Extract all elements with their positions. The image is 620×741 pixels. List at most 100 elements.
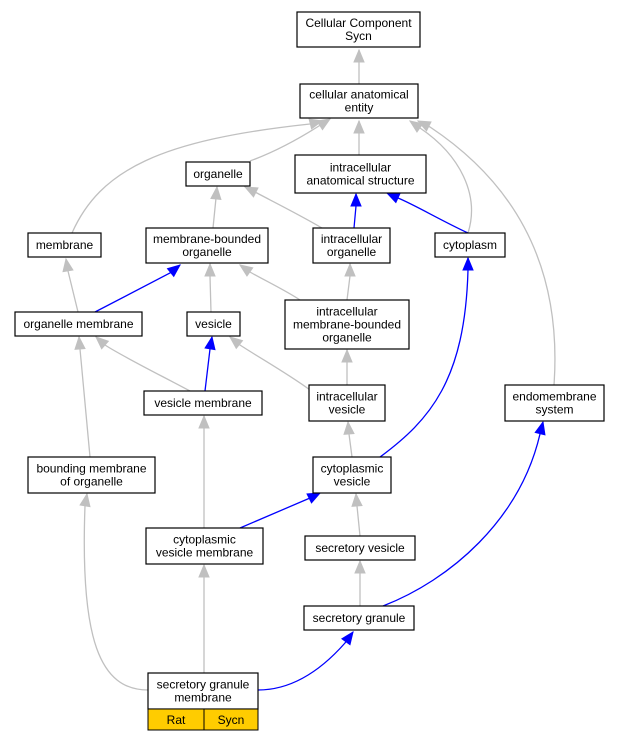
node-membrane[interactable]: membrane <box>27 232 102 258</box>
node-label: Sycn <box>345 29 372 43</box>
arrowhead-icon <box>198 414 210 429</box>
node-label: endomembrane <box>512 390 596 404</box>
node-secretory-granule[interactable]: secretory granule <box>303 605 415 631</box>
arrowhead-icon <box>351 492 363 507</box>
arrowhead-icon <box>308 118 324 130</box>
edge-intracellular-organelle-to-organelle <box>243 186 323 229</box>
node-secretory-vesicle[interactable]: secretory vesicle <box>304 535 416 561</box>
edge-line <box>257 631 354 691</box>
arrowhead-icon <box>306 492 322 504</box>
edge-line <box>417 120 556 386</box>
node-vesicle-membrane[interactable]: vesicle membrane <box>143 390 263 416</box>
node-label: vesicle <box>329 403 366 417</box>
species-tag: Rat <box>147 708 205 731</box>
gene-tag-box <box>203 708 259 731</box>
arrowhead-icon <box>228 336 244 350</box>
node-label: intracellular <box>330 161 391 175</box>
edge-cellular-anatomical-entity-to-cellular-component-sycn <box>353 48 365 84</box>
node-label: vesicle <box>195 317 232 331</box>
edge-cytoplasm-to-cellular-anatomical-entity <box>408 120 473 234</box>
node-label: cytoplasm <box>443 238 497 252</box>
edge-intracellular-vesicle-to-vesicle <box>228 336 311 391</box>
edge-line <box>229 336 311 391</box>
edge-line <box>78 336 91 458</box>
node-cytoplasm[interactable]: cytoplasm <box>434 232 506 258</box>
node-label: vesicle <box>334 475 371 489</box>
node-organelle-membrane[interactable]: organelle membrane <box>14 311 143 337</box>
node-box <box>14 311 143 337</box>
arrowhead-icon <box>341 348 353 363</box>
arrowhead-icon <box>238 264 254 277</box>
node-organelle[interactable]: organelle <box>185 161 251 187</box>
node-label: cellular anatomical <box>309 88 408 102</box>
edge-line <box>382 421 544 607</box>
gene-tag-label: Sycn <box>218 713 245 727</box>
gene-tag: Sycn <box>203 708 259 731</box>
arrowhead-icon <box>462 256 474 271</box>
node-label: cytoplasmic <box>173 533 236 547</box>
node-box <box>147 672 259 710</box>
edge-cytoplasmic-vesicle-to-intracellular-vesicle <box>343 420 355 458</box>
node-label: organelle <box>193 167 243 181</box>
node-label: intracellular <box>321 232 382 246</box>
node-box <box>308 384 386 422</box>
node-vesicle[interactable]: vesicle <box>186 311 241 337</box>
edge-cytoplasmic-vesicle-membrane-to-cytoplasmic-vesicle <box>239 492 322 529</box>
node-label: secretory granule <box>157 678 250 692</box>
node-label: cytoplasmic <box>321 462 384 476</box>
arrowhead-icon <box>243 186 259 198</box>
edges-layer <box>62 48 556 691</box>
edge-secretory-granule-membrane-to-secretory-granule <box>257 630 354 691</box>
node-box <box>303 605 415 631</box>
node-label: membrane-bounded <box>153 232 261 246</box>
node-label: organelle <box>327 245 377 259</box>
edge-endomembrane-system-to-cellular-anatomical-entity <box>416 120 556 386</box>
node-box <box>145 527 264 565</box>
edge-vesicle-to-membrane-bounded-organelle <box>204 262 216 313</box>
arrowhead-icon <box>204 262 216 277</box>
node-label: vesicle membrane <box>156 546 254 560</box>
edge-line <box>386 192 469 234</box>
edge-secretory-granule-membrane-to-bounding-membrane-of-organelle <box>79 492 149 691</box>
edge-cytoplasm-to-intracellular-anatomical-structure <box>385 192 469 234</box>
arrowhead-icon <box>79 492 91 508</box>
node-box <box>27 456 156 494</box>
node-label: membrane <box>36 238 94 252</box>
arrowhead-icon <box>95 336 110 350</box>
node-label: secretory granule <box>313 611 406 625</box>
node-box <box>284 299 410 350</box>
node-label: membrane-bounded <box>293 318 401 332</box>
arrowhead-icon <box>343 420 355 435</box>
edge-line <box>83 493 149 691</box>
edge-intracellular-anatomical-structure-to-cellular-anatomical-entity <box>353 119 365 155</box>
edge-organelle-membrane-to-membrane-bounded-organelle <box>94 264 182 313</box>
node-box <box>304 535 416 561</box>
node-label: organelle membrane <box>23 317 133 331</box>
edge-cytoplasmic-vesicle-membrane-to-vesicle-membrane <box>198 414 210 528</box>
arrowhead-icon <box>408 120 424 133</box>
node-label: organelle <box>182 245 232 259</box>
arrowhead-icon <box>350 192 362 207</box>
arrowhead-icon <box>198 563 210 578</box>
node-label: entity <box>345 101 374 115</box>
arrowhead-icon <box>74 335 86 350</box>
edge-line <box>95 336 191 392</box>
node-box <box>145 227 269 264</box>
edge-line <box>379 258 469 458</box>
node-box <box>143 390 263 416</box>
edge-secretory-granule-to-secretory-vesicle <box>354 559 366 606</box>
